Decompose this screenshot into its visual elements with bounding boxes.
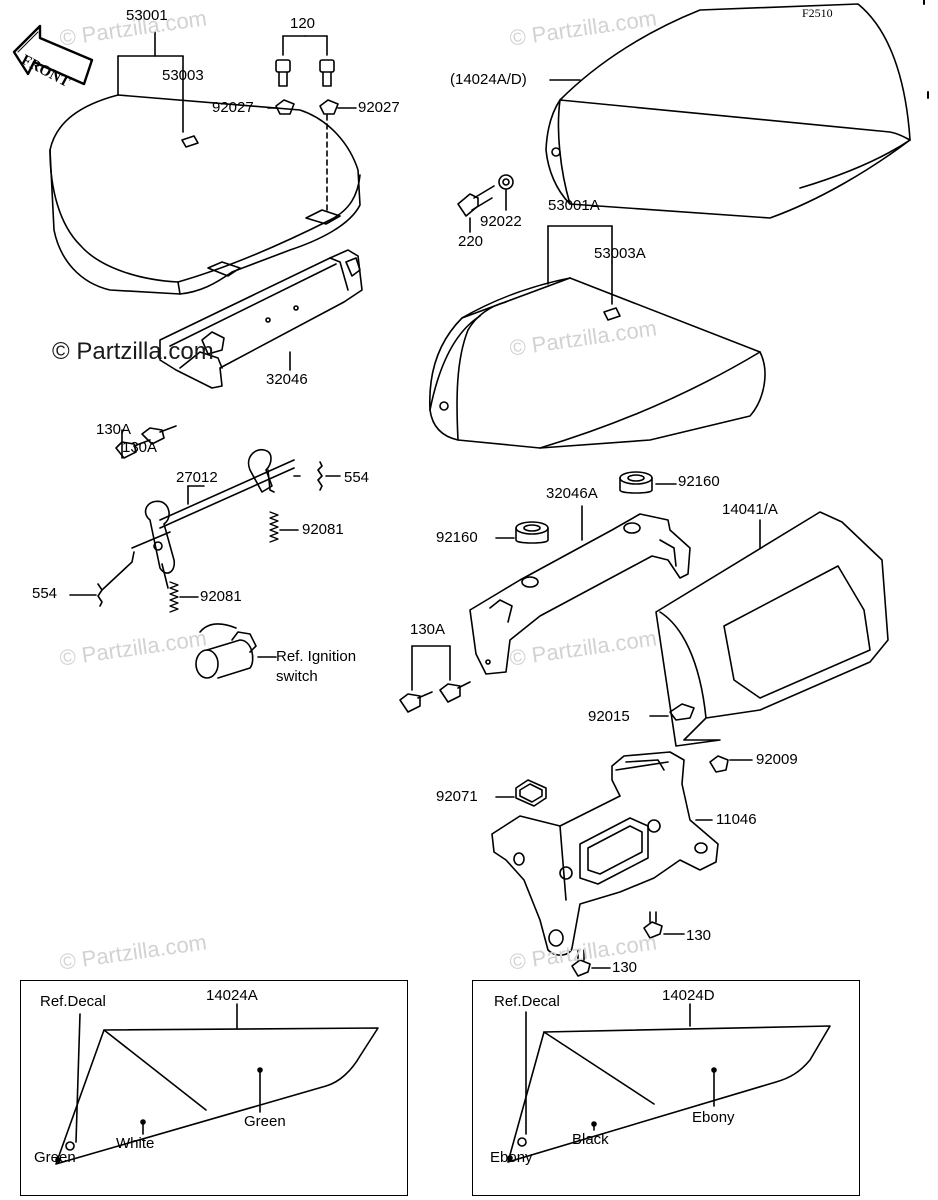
- bolt-120-drawing: [275, 59, 335, 87]
- part-label-14024AD: (14024A/D): [450, 71, 527, 88]
- part-label-92027-left: 92027: [212, 99, 254, 116]
- inset-right-cover-drawing: [507, 1003, 831, 1163]
- part-label-130A-3: 130A: [410, 621, 446, 638]
- part-label-ignition-switch: Ref. Ignition switch: [276, 648, 357, 685]
- inset-left-part-label: 14024A: [206, 987, 258, 1004]
- inset-left-color-lower: White: [116, 1135, 155, 1152]
- part-label-554-right: 554: [344, 469, 370, 486]
- part-label-92071: 92071: [436, 788, 478, 805]
- seat-53001-drawing: [49, 94, 361, 295]
- part-label-92022: 92022: [480, 213, 522, 230]
- ignition-switch-drawing: [195, 623, 257, 679]
- part-label-92081-lower: 92081: [200, 588, 242, 605]
- part-label-32046: 32046: [266, 371, 308, 388]
- side-cover-14041-drawing: [655, 511, 889, 747]
- front-arrow-icon: [12, 24, 94, 86]
- seat-cover-14024-drawing: [545, 3, 911, 219]
- rear-seat-53001A-drawing: [428, 277, 766, 449]
- part-label-554-left: 554: [32, 585, 58, 602]
- inset-left-cover-drawing: [55, 1003, 379, 1165]
- watermark-main: © Partzilla.com: [52, 338, 214, 365]
- part-label-130A-2: 130A: [122, 439, 158, 456]
- inset-left-color-tip: Green: [34, 1149, 76, 1166]
- part-label-92081-upper: 92081: [302, 521, 344, 538]
- part-label-120: 120: [290, 15, 316, 32]
- inset-right-part-label: 14024D: [662, 987, 715, 1004]
- part-label-130-lower: 130: [612, 959, 638, 976]
- inset-right-color-lower: Black: [572, 1131, 609, 1148]
- inset-frame-14024D: [472, 980, 860, 1196]
- inset-left-decal-label: Ref.Decal: [40, 993, 106, 1010]
- bracket-11046-drawing: [491, 751, 719, 956]
- part-label-27012: 27012: [176, 469, 218, 486]
- figure-code: F2510: [802, 6, 833, 20]
- part-label-92160-lower: 92160: [436, 529, 478, 546]
- part-label-220: 220: [458, 233, 484, 250]
- inset-right-color-tip: Ebony: [490, 1149, 533, 1166]
- part-label-92160-upper: 92160: [678, 473, 720, 490]
- part-label-53001A: 53001A: [548, 197, 600, 214]
- part-label-53001: 53001: [126, 7, 168, 24]
- part-label-130-upper: 130: [686, 927, 712, 944]
- part-label-92027-right: 92027: [358, 99, 400, 116]
- inset-frame-14024A: [20, 980, 408, 1196]
- inset-right-color-main: Ebony: [692, 1109, 735, 1126]
- seat-lock-linkage-27012-drawing: [131, 448, 295, 589]
- part-label-53003: 53003: [162, 67, 204, 84]
- seat-base-32046-drawing: [159, 249, 363, 389]
- part-label-11046: 11046: [716, 811, 757, 828]
- part-label-32046A: 32046A: [546, 485, 598, 502]
- part-label-92009: 92009: [756, 751, 798, 768]
- bracket-32046A-drawing: [469, 513, 691, 675]
- damper-92071-drawing: [515, 779, 547, 807]
- inset-right-decal-label: Ref.Decal: [494, 993, 560, 1010]
- inset-left-color-main: Green: [244, 1113, 286, 1130]
- part-label-130A-1: 130A: [96, 421, 132, 438]
- part-label-92015: 92015: [588, 708, 630, 725]
- part-label-14041A: 14041/A: [722, 501, 778, 518]
- part-label-53003A: 53003A: [594, 245, 646, 262]
